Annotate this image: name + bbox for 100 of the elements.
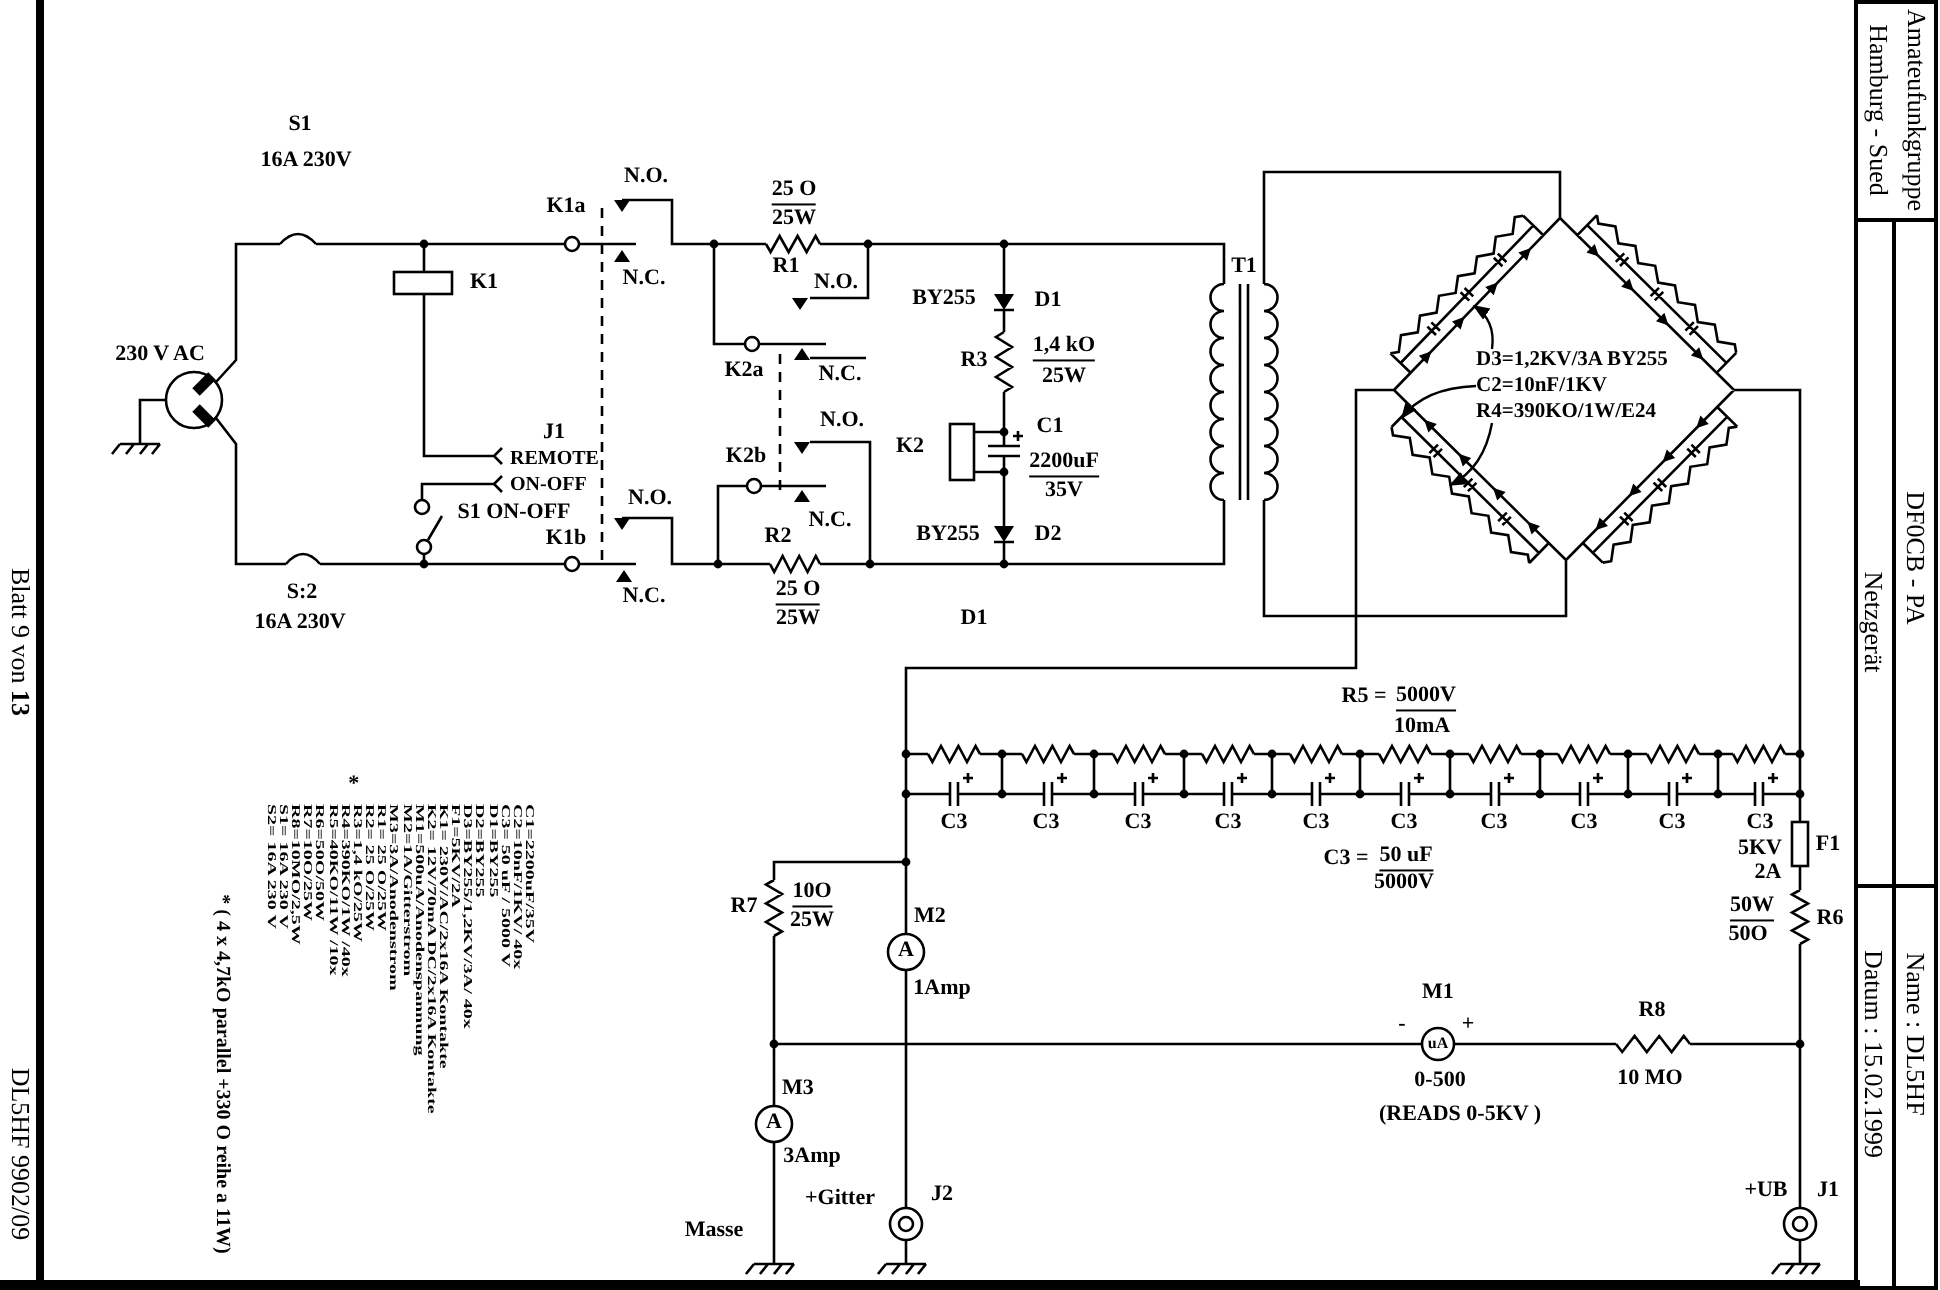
title-text: Datum : 15.02.1999 [1857, 950, 1891, 1158]
footnote-mark: * [348, 774, 360, 798]
component-label: 25 O [771, 179, 817, 205]
component-label: K1a [546, 196, 586, 220]
component-label: D2 [1034, 524, 1062, 548]
component-label: 25W [1042, 366, 1086, 390]
component-label: N.C. [622, 586, 666, 610]
component-label: M3 [782, 1078, 814, 1102]
component-label: C3 [1746, 812, 1774, 836]
component-label: C3 [1124, 812, 1152, 836]
component-label: Masse [684, 1220, 744, 1244]
component-label: N.C. [818, 364, 862, 388]
component-label: 0-500 [1414, 1070, 1466, 1094]
annotation-text: C2=10nF/1KV [1476, 375, 1607, 397]
component-label: S1 [288, 114, 312, 138]
component-label: T1 [1231, 256, 1257, 280]
drawing-number: DL5HF 9902/09 [6, 1067, 34, 1241]
component-label: +UB [1744, 1180, 1788, 1204]
component-label: 16A 230V [260, 150, 352, 174]
component-label: R6 [1816, 908, 1844, 932]
component-label: K2a [724, 360, 764, 384]
component-label: C3 [1214, 812, 1242, 836]
sheet-number: Blatt 9 von 13 [6, 567, 34, 717]
component-label: 230 V AC [115, 344, 205, 368]
component-label: C3 [1570, 812, 1598, 836]
component-label: 25W [790, 910, 834, 934]
component-label: 5000V [1374, 872, 1434, 896]
footnote: * ( 4 x 4,7kO parallel +330 O reihe a 11W) [209, 894, 231, 1254]
component-label: 25W [776, 608, 820, 632]
component-label: C3 [1032, 812, 1060, 836]
component-label: 10mA [1393, 716, 1451, 740]
title-text: Amateufunkgruppe Hamburg - Sued [1862, 6, 1934, 214]
component-label: C3 [1302, 812, 1330, 836]
component-label: + [1461, 1014, 1475, 1038]
component-label: 25W [772, 208, 816, 232]
component-label: J1 [543, 422, 565, 446]
component-label: M2 [914, 906, 946, 930]
component-label: 2200uF [1029, 451, 1099, 477]
component-label: R7 [730, 896, 758, 920]
component-label: 3Amp [783, 1146, 841, 1170]
component-label: R8 [1638, 1000, 1666, 1024]
component-label: BY255 [916, 524, 980, 548]
component-label: S1 ON-OFF [457, 502, 571, 526]
component-label: D1 [1034, 290, 1062, 314]
meter-letter: uA [1427, 1035, 1449, 1053]
title-text: Netzgerät [1857, 571, 1891, 673]
meter-letter: A [766, 1112, 782, 1136]
component-label: N.O. [624, 166, 668, 190]
component-label: C3 = [1323, 848, 1369, 872]
component-label: R1 [772, 256, 800, 280]
component-label: 5000V [1396, 685, 1456, 711]
component-label: N.C. [808, 510, 852, 534]
component-label: K1b [545, 528, 587, 552]
component-label: J1 [1817, 1180, 1839, 1204]
component-label: 50O [1728, 924, 1768, 948]
leader-arrow [1448, 422, 1494, 487]
component-label: (READS 0-5KV ) [1378, 1104, 1542, 1128]
component-label: BY255 [912, 288, 976, 312]
component-label: C1 [1036, 416, 1064, 440]
annotation-text: R4=390KO/1W/E24 [1476, 401, 1656, 423]
title-block-cell [1854, 884, 1896, 1290]
component-label: R2 [764, 526, 792, 550]
component-label: 1,4 kO [1032, 335, 1096, 361]
component-label: - [1398, 1014, 1406, 1038]
component-label: 10O [792, 881, 832, 907]
component-label: C3 [1658, 812, 1686, 836]
component-label: R3 [960, 350, 988, 374]
component-label: K2b [725, 446, 767, 470]
component-label: D1 [960, 608, 988, 632]
component-label: C3 [1390, 812, 1418, 836]
component-label: 16A 230V [254, 612, 346, 636]
title-block-cell [1892, 884, 1938, 1290]
component-label: 10 MO [1617, 1068, 1683, 1092]
component-label: K1 [469, 272, 499, 296]
component-label: ON-OFF [510, 475, 587, 497]
title-text: DF0CB - PA [1899, 491, 1933, 625]
component-label: REMOTE [510, 449, 599, 471]
component-label: 35V [1045, 480, 1083, 504]
leader-arrow [1400, 384, 1477, 420]
component-label: R5 = [1341, 686, 1387, 710]
component-label: F1 [1815, 834, 1841, 858]
component-label: S:2 [286, 582, 318, 606]
component-label: +Gitter [805, 1188, 875, 1212]
component-label: J2 [931, 1184, 953, 1208]
component-label: 5KV [1738, 838, 1782, 862]
component-label: 25 O [775, 579, 821, 605]
component-label: N.C. [622, 268, 666, 292]
component-label: C3 [940, 812, 968, 836]
annotation-text: D3=1,2KV/3A BY255 [1476, 349, 1668, 371]
component-label: 50W [1730, 895, 1774, 921]
title-text: Name : DL5HF [1899, 952, 1933, 1116]
component-label: K2 [895, 436, 925, 460]
meter-letter: A [898, 940, 914, 964]
component-label: C3 [1480, 812, 1508, 836]
component-label: N.O. [820, 410, 864, 434]
component-label: M1 [1422, 982, 1454, 1006]
component-label: 1Amp [913, 978, 971, 1002]
component-label: N.O. [628, 488, 672, 512]
component-label: 50 uF [1379, 845, 1433, 871]
component-label: 2A [1754, 862, 1782, 886]
